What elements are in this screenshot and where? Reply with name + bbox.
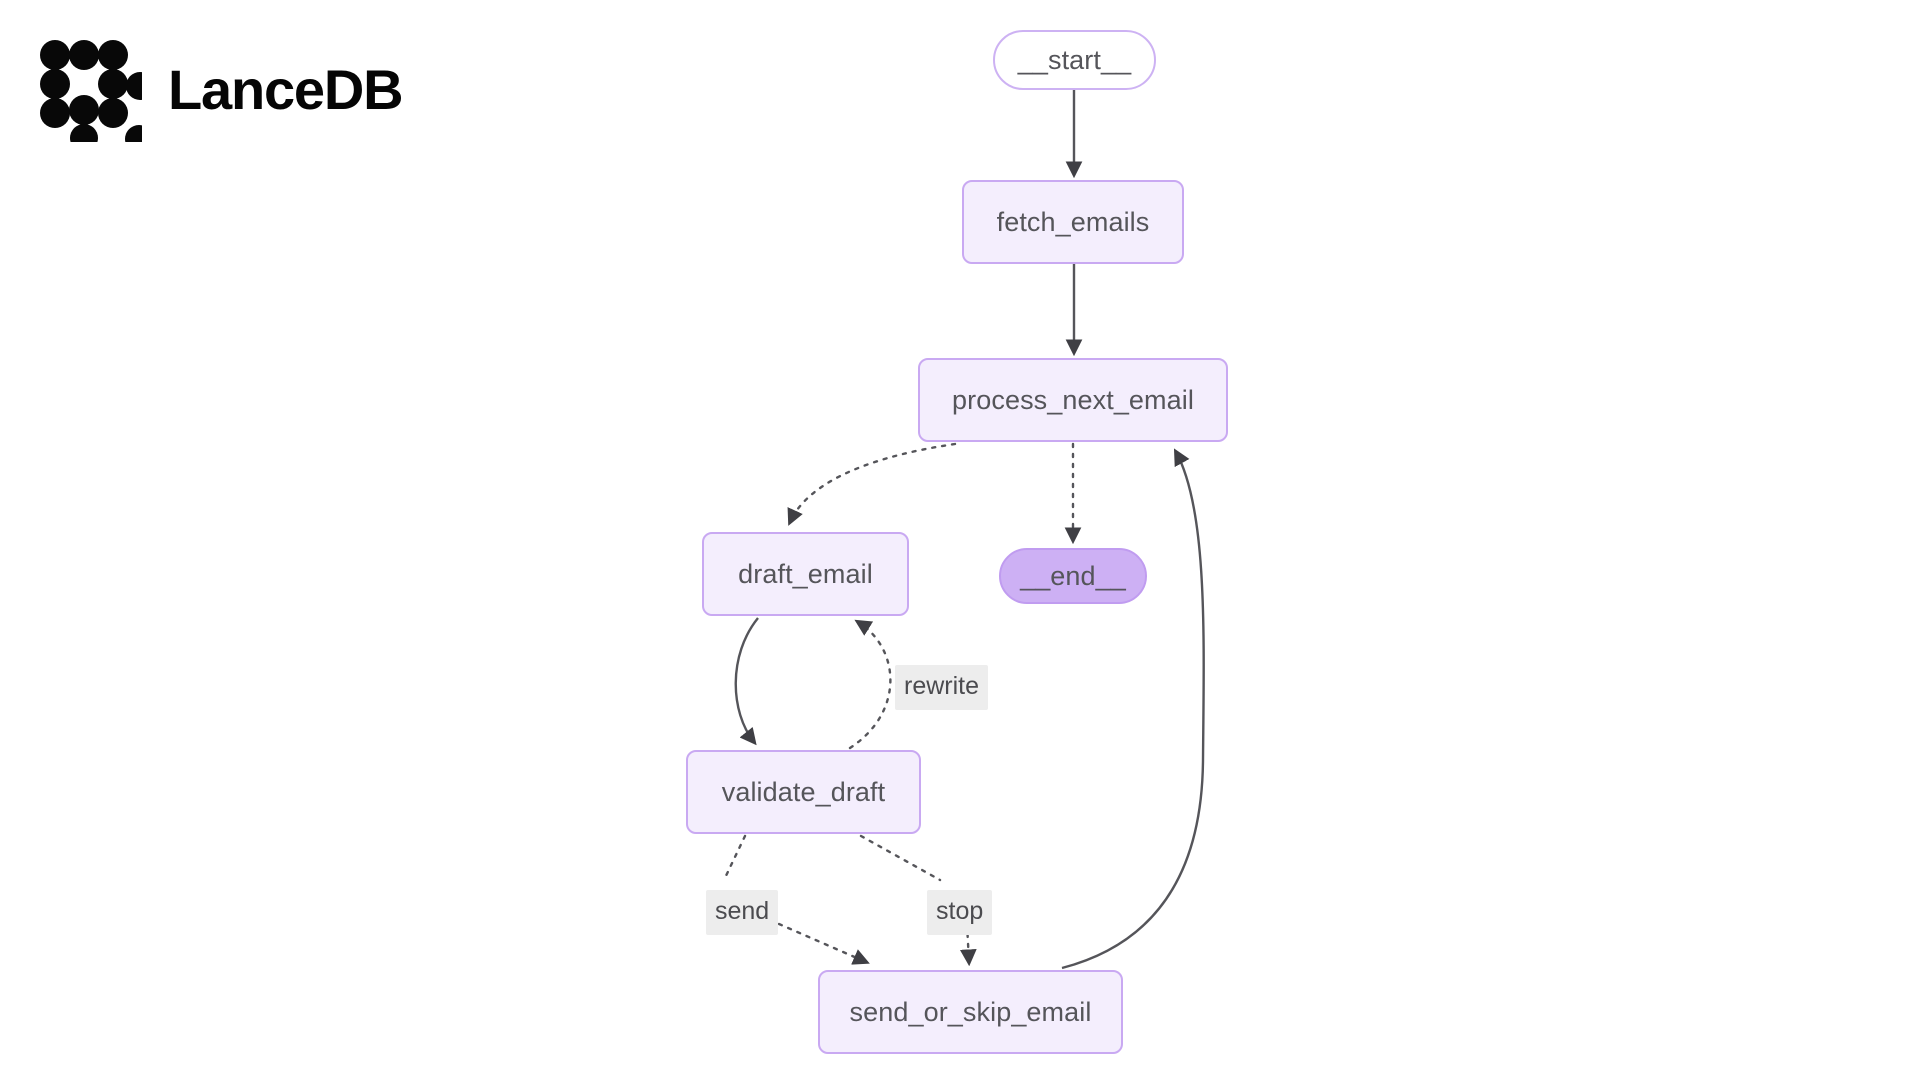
node-start-label: __start__	[1017, 44, 1132, 75]
node-validate-draft-label: validate_draft	[721, 776, 886, 807]
edge-validate-draft-to-send-or-skip-email-send	[722, 834, 747, 882]
lancedb-dots-logo-icon	[40, 40, 142, 142]
edge-validate-draft-to-send-or-skip-email-stop	[859, 834, 942, 882]
edge-label-rewrite: rewrite	[895, 665, 989, 710]
node-draft-email-label: draft_email	[738, 558, 873, 589]
edge-label-stop: stop	[927, 890, 993, 935]
node-start[interactable]: __start__	[993, 30, 1156, 90]
node-end[interactable]: __end__	[999, 548, 1147, 604]
edge-label-send: send	[706, 890, 779, 935]
node-validate-draft[interactable]: validate_draft	[686, 750, 921, 834]
edge-send-or-skip-email-to-process-next-email	[1061, 448, 1205, 970]
node-fetch-emails-label: fetch_emails	[996, 206, 1150, 237]
node-process-next-email[interactable]: process_next_email	[918, 358, 1228, 442]
edge-send-label-to-send-or-skip-email	[777, 922, 870, 965]
node-fetch-emails[interactable]: fetch_emails	[962, 180, 1184, 264]
node-send-or-skip-email-label: send_or_skip_email	[849, 996, 1092, 1027]
node-draft-email[interactable]: draft_email	[702, 532, 909, 616]
node-send-or-skip-email[interactable]: send_or_skip_email	[818, 970, 1123, 1054]
node-end-label: __end__	[1020, 560, 1126, 591]
edge-draft-email-to-validate-draft	[734, 617, 759, 746]
node-process-next-email-label: process_next_email	[952, 384, 1194, 415]
brand-name: LanceDB	[168, 58, 404, 121]
edge-validate-draft-to-draft-email-rewrite	[848, 619, 892, 750]
edge-process-next-email-to-draft-email	[787, 442, 957, 526]
brand-header: LanceDB	[38, 38, 404, 142]
